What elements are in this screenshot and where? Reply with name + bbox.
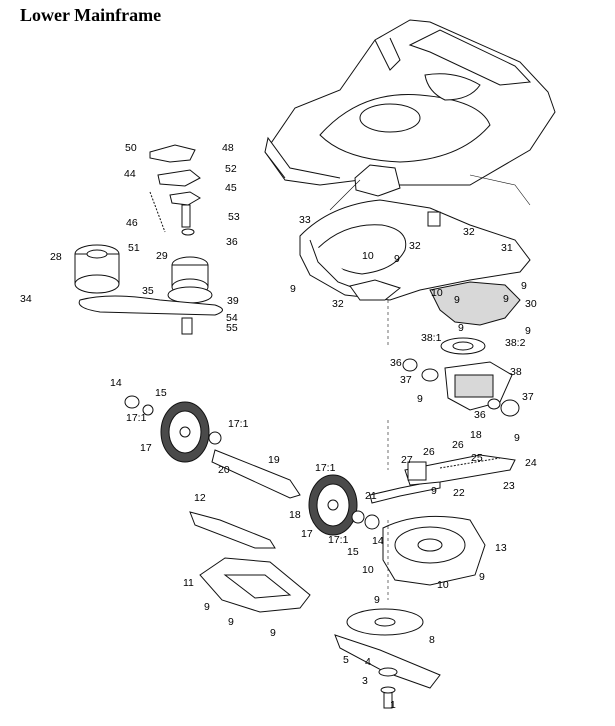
rear-axle [211, 449, 441, 504]
front-carriage [199, 557, 311, 613]
callout-37: 37 [522, 391, 534, 403]
callout-31: 31 [501, 242, 513, 254]
callout-14: 14 [110, 377, 122, 389]
callout-19: 19 [268, 454, 280, 466]
callout-10: 10 [431, 287, 443, 299]
callout-13: 13 [495, 542, 507, 554]
callout-9: 9 [290, 283, 296, 295]
blade-housing [382, 515, 486, 586]
callout-9: 9 [514, 432, 520, 444]
callout-39: 39 [227, 295, 239, 307]
callout-18: 18 [289, 509, 301, 521]
callout-17-1: 17:1 [315, 462, 336, 474]
pulley-assembly [74, 144, 223, 335]
callout-9: 9 [417, 393, 423, 405]
callout-35: 35 [142, 285, 154, 297]
callout-17: 17 [301, 528, 313, 540]
mower-deck-housing [264, 19, 556, 211]
callout-17: 17 [140, 442, 152, 454]
callout-9: 9 [394, 253, 400, 265]
callout-28: 28 [50, 251, 62, 263]
callout-9: 9 [503, 293, 509, 305]
callout-10: 10 [362, 250, 374, 262]
callout-26: 26 [423, 446, 435, 458]
callout-36: 36 [226, 236, 238, 248]
callout-46: 46 [126, 217, 138, 229]
diagram-title: Lower Mainframe [20, 5, 162, 25]
callout-25: 25 [471, 452, 483, 464]
blade-bolt [380, 686, 396, 709]
callout-32: 32 [409, 240, 421, 252]
callout-29: 29 [156, 250, 168, 262]
callout-3: 3 [362, 675, 368, 687]
callout-32: 32 [463, 226, 475, 238]
callout-5: 5 [343, 654, 349, 666]
callout-10: 10 [362, 564, 374, 576]
callout-15: 15 [155, 387, 167, 399]
callout-9: 9 [525, 325, 531, 337]
callout-50: 50 [125, 142, 137, 154]
callout-37: 37 [400, 374, 412, 386]
callout-11: 11 [183, 577, 194, 589]
callout-9: 9 [454, 294, 460, 306]
callout-33: 33 [299, 214, 311, 226]
callout-17-1: 17:1 [328, 534, 349, 546]
callout-9: 9 [521, 280, 527, 292]
rear-wheel-left [124, 395, 222, 463]
lower-chassis [299, 199, 531, 326]
callout-20: 20 [218, 464, 230, 476]
callout-27: 27 [401, 454, 413, 466]
callout-9: 9 [228, 616, 234, 628]
callout-51: 51 [128, 242, 140, 254]
blade-disc [346, 608, 424, 636]
callout-38-2: 38:2 [505, 337, 526, 349]
callout-12: 12 [194, 492, 206, 504]
callout-38-1: 38:1 [421, 332, 442, 344]
callout-9: 9 [458, 322, 464, 334]
callout-24: 24 [525, 457, 537, 469]
callout-36: 36 [390, 357, 402, 369]
callout-38: 38 [510, 366, 522, 378]
callout-9: 9 [270, 627, 276, 639]
callout-9: 9 [479, 571, 485, 583]
callout-8: 8 [429, 634, 435, 646]
callout-17-1: 17:1 [126, 412, 147, 424]
callout-48: 48 [222, 142, 234, 154]
callout-9: 9 [431, 485, 437, 497]
callout-52: 52 [225, 163, 237, 175]
callout-23: 23 [503, 480, 515, 492]
height-adjuster [404, 454, 516, 486]
callout-21: 21 [365, 490, 377, 502]
callout-54: 54 [226, 312, 238, 324]
callout-17-1: 17:1 [228, 418, 249, 430]
callout-34: 34 [20, 293, 32, 305]
callout-4: 4 [365, 656, 371, 668]
gearbox-assembly [402, 337, 520, 417]
callout-53: 53 [228, 211, 240, 223]
callout-1: 1 [390, 699, 396, 711]
cutting-blade [334, 634, 441, 689]
callout-45: 45 [225, 182, 237, 194]
callout-30: 30 [525, 298, 537, 310]
callout-15: 15 [347, 546, 359, 558]
callout-26: 26 [452, 439, 464, 451]
callout-9: 9 [204, 601, 210, 613]
callout-9: 9 [374, 594, 380, 606]
callout-36: 36 [474, 409, 486, 421]
callout-44: 44 [124, 168, 136, 180]
callout-22: 22 [453, 487, 465, 499]
callout-10: 10 [437, 579, 449, 591]
callout-14: 14 [372, 535, 384, 547]
callout-32: 32 [332, 298, 344, 310]
rear-wheel-right [308, 474, 380, 536]
callout-55: 55 [226, 322, 238, 334]
callout-18: 18 [470, 429, 482, 441]
front-bar [189, 511, 276, 549]
